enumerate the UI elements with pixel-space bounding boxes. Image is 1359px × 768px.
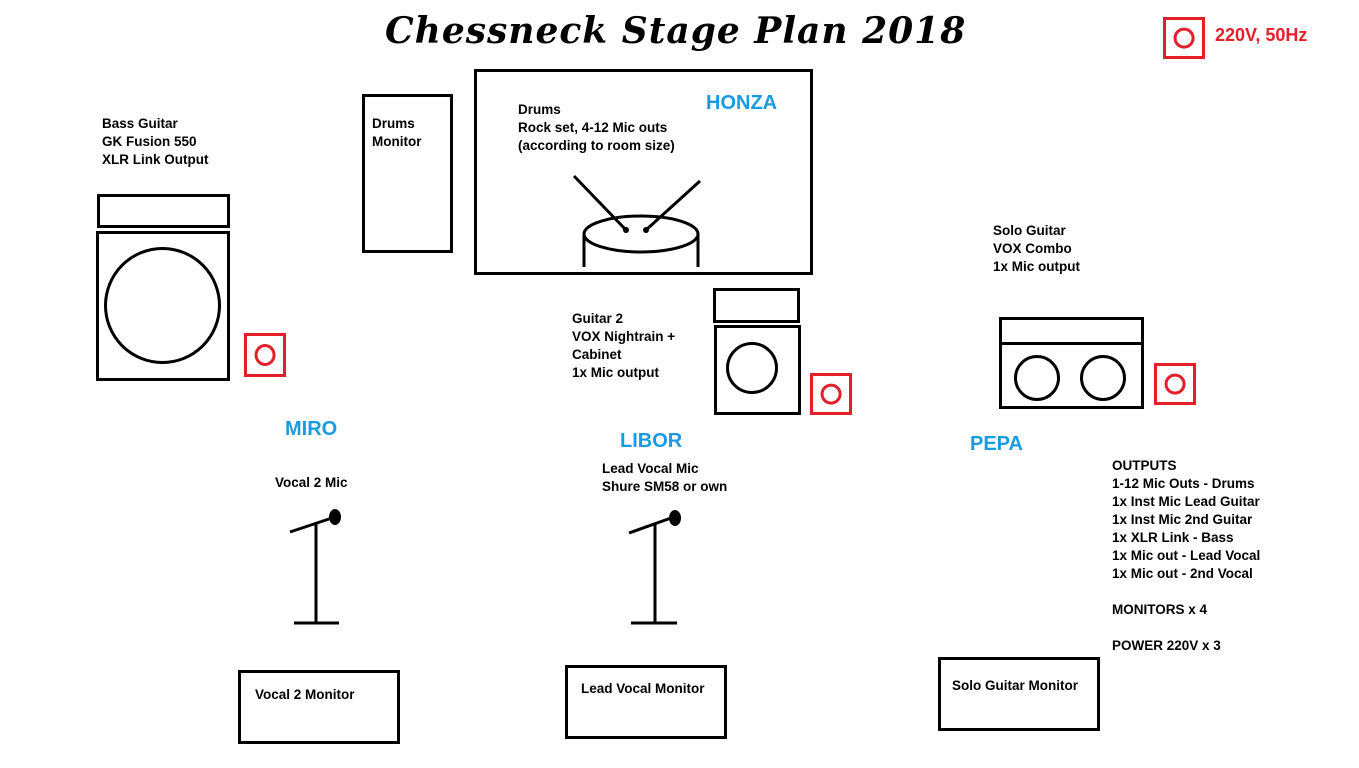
guitar2-line-3: Cabinet xyxy=(572,347,622,362)
drums-line-3: (according to room size) xyxy=(518,138,675,153)
bass-line-2: GK Fusion 550 xyxy=(102,134,197,149)
lead-vocal-mic-label: Lead Vocal Mic Shure SM58 or own xyxy=(602,460,727,496)
guitar2-power-outlet-icon xyxy=(810,373,852,415)
lead-vocal-mic-stand-icon xyxy=(628,510,681,625)
summary-spacer xyxy=(1112,619,1260,637)
solo-guitar-label: Solo Guitar VOX Combo 1x Mic output xyxy=(993,222,1080,276)
guitar2-line-4: 1x Mic output xyxy=(572,365,659,380)
solo-guitar-speaker-left xyxy=(1014,355,1060,401)
guitar2-amp-head xyxy=(713,288,800,323)
guitar2-label: Guitar 2 VOX Nightrain + Cabinet 1x Mic … xyxy=(572,310,675,382)
guitar2-line-2: VOX Nightrain + xyxy=(572,329,676,344)
bass-speaker xyxy=(104,247,221,364)
bass-cabinet xyxy=(96,231,230,381)
drums-line-1: Drums xyxy=(518,102,561,117)
guitar2-line-1: Guitar 2 xyxy=(572,311,624,326)
solo-guitar-combo xyxy=(999,317,1144,409)
solo-guitar-line-2: VOX Combo xyxy=(993,241,1072,256)
member-honza: HONZA xyxy=(706,92,778,114)
outputs-summary: OUTPUTS 1-12 Mic Outs - Drums 1x Inst Mi… xyxy=(1112,457,1260,655)
output-item: 1-12 Mic Outs - Drums xyxy=(1112,476,1255,491)
output-item: 1x Inst Mic 2nd Guitar xyxy=(1112,512,1253,527)
member-pepa: PEPA xyxy=(970,433,1023,455)
guitar2-cabinet xyxy=(714,325,801,415)
monitors-count: MONITORS x 4 xyxy=(1112,602,1208,617)
output-item: 1x Inst Mic Lead Guitar xyxy=(1112,494,1260,509)
lead-vocal-monitor-label: Lead Vocal Monitor xyxy=(581,681,705,696)
drums-monitor: Drums Monitor xyxy=(362,94,453,253)
drum-riser: Drums Rock set, 4-12 Mic outs (according… xyxy=(474,69,813,275)
power-label: 220V, 50Hz xyxy=(1215,25,1308,45)
output-item: 1x Mic out - Lead Vocal xyxy=(1112,548,1261,563)
outputs-heading: OUTPUTS xyxy=(1112,458,1177,473)
guitar2-speaker xyxy=(726,342,778,394)
power-count: POWER 220V x 3 xyxy=(1112,638,1221,653)
drum-icon xyxy=(572,174,702,267)
bass-amp-head xyxy=(97,194,230,228)
solo-guitar-monitor: Solo Guitar Monitor xyxy=(938,657,1100,731)
drums-monitor-label: Drums Monitor xyxy=(372,115,422,151)
power-outlet-icon xyxy=(1163,17,1205,59)
vocal2-monitor-label: Vocal 2 Monitor xyxy=(255,687,355,702)
solo-guitar-combo-panel xyxy=(1002,342,1141,345)
drums-line-2: Rock set, 4-12 Mic outs xyxy=(518,120,668,135)
summary-spacer xyxy=(1112,583,1260,601)
drums-monitor-line-1: Drums xyxy=(372,116,415,131)
member-libor: LIBOR xyxy=(620,430,683,452)
solo-guitar-line-3: 1x Mic output xyxy=(993,259,1080,274)
output-item: 1x Mic out - 2nd Vocal xyxy=(1112,566,1253,581)
page-title: Chessneck Stage Plan 2018 xyxy=(385,10,967,52)
member-miro: MIRO xyxy=(285,418,338,440)
bass-line-1: Bass Guitar xyxy=(102,116,178,131)
bass-guitar-label: Bass Guitar GK Fusion 550 XLR Link Outpu… xyxy=(102,115,208,169)
vocal2-monitor: Vocal 2 Monitor xyxy=(238,670,400,744)
solo-guitar-power-outlet-icon xyxy=(1154,363,1196,405)
lead-vocal-line-2: Shure SM58 or own xyxy=(602,479,728,494)
solo-guitar-speaker-right xyxy=(1080,355,1126,401)
lead-vocal-line-1: Lead Vocal Mic xyxy=(602,461,699,476)
drums-label: Drums Rock set, 4-12 Mic outs (according… xyxy=(518,101,675,155)
bass-line-3: XLR Link Output xyxy=(102,152,209,167)
solo-guitar-line-1: Solo Guitar xyxy=(993,223,1066,238)
vocal2-mic-label: Vocal 2 Mic xyxy=(275,475,348,490)
output-item: 1x XLR Link - Bass xyxy=(1112,530,1234,545)
vocal2-mic-stand-icon xyxy=(289,509,341,625)
drums-monitor-line-2: Monitor xyxy=(372,134,422,149)
lead-vocal-monitor: Lead Vocal Monitor xyxy=(565,665,727,739)
solo-guitar-monitor-label: Solo Guitar Monitor xyxy=(952,678,1078,693)
bass-power-outlet-icon xyxy=(244,333,286,377)
